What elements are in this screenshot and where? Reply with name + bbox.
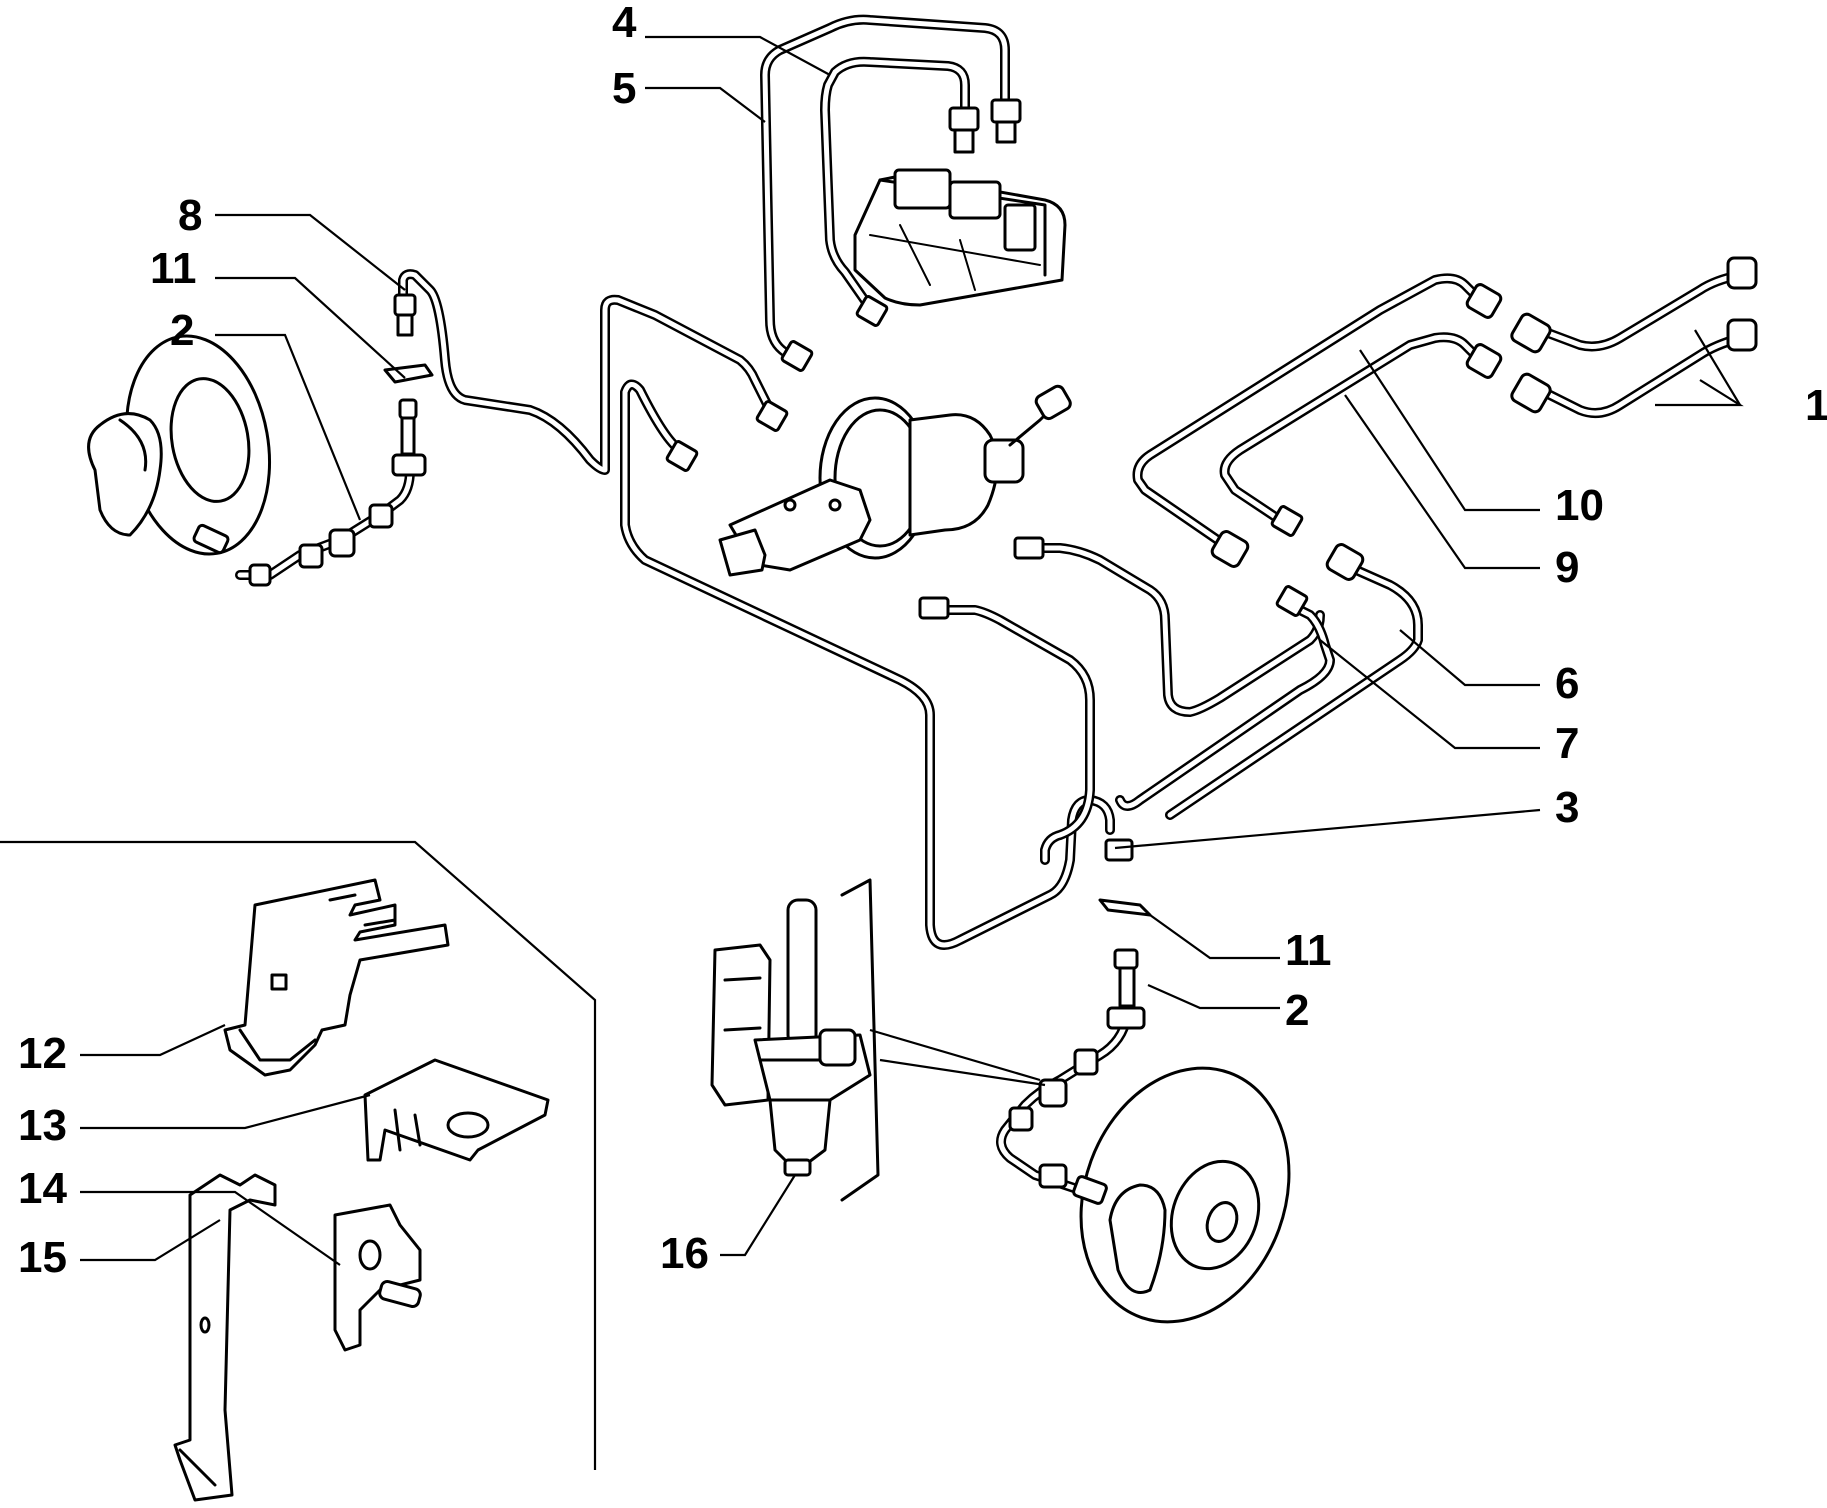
fitting-nut <box>918 596 950 620</box>
callout-9: 9 <box>1555 543 1579 592</box>
fitting-nut <box>1510 312 1552 354</box>
brake-booster <box>818 384 1072 560</box>
callout-12: 12 <box>18 1029 67 1078</box>
fitting-nut <box>948 106 980 132</box>
fitting-thread <box>953 128 975 154</box>
fitting-nut <box>393 293 417 317</box>
callout-5: 5 <box>612 64 636 113</box>
master-cylinder <box>718 478 872 577</box>
fitting-nut <box>780 340 814 372</box>
callout-6: 6 <box>1555 659 1579 708</box>
bracket-13 <box>363 1058 550 1162</box>
brake-pipes <box>235 14 1745 1195</box>
fitting-nut <box>1210 530 1250 568</box>
callout-11-right: 11 <box>1285 926 1332 975</box>
callout-13: 13 <box>18 1101 67 1150</box>
left-hose-fittings <box>192 363 434 587</box>
callout-3: 3 <box>1555 783 1579 832</box>
right-hose-fittings <box>1008 898 1152 1205</box>
callout-16: 16 <box>660 1229 709 1278</box>
callout-11-left: 11 <box>150 244 197 293</box>
fitting-nut <box>1726 256 1758 290</box>
bracket-15 <box>173 1173 277 1502</box>
callout-8: 8 <box>178 191 202 240</box>
fitting-nut <box>1325 543 1365 581</box>
callouts: 4 5 8 11 2 1 10 9 6 7 3 11 2 16 12 13 14… <box>18 0 1827 1282</box>
fitting-nut <box>1465 283 1503 319</box>
callout-1: 1 <box>1805 381 1827 430</box>
callout-10: 10 <box>1555 481 1604 530</box>
callout-2-right: 2 <box>1285 986 1309 1035</box>
inset-bracket-box <box>0 840 597 1502</box>
fitting-nut <box>1013 536 1045 560</box>
fitting-thread <box>396 313 414 337</box>
fitting-nut <box>855 295 889 327</box>
fitting-nut <box>1726 318 1758 352</box>
bracket-12 <box>223 878 450 1077</box>
fitting-nut <box>1465 343 1503 379</box>
fitting-nut <box>665 440 699 472</box>
brake-pressure-regulator <box>710 878 880 1202</box>
callout-14: 14 <box>18 1164 67 1213</box>
fitting-nut <box>1510 372 1552 414</box>
left-brake-disc <box>87 334 272 556</box>
fittings <box>393 98 1758 862</box>
leader-lines <box>80 35 1744 1266</box>
abs-modulator <box>853 168 1067 307</box>
callout-4: 4 <box>612 0 637 47</box>
fitting-nut <box>1270 505 1304 537</box>
callout-7: 7 <box>1555 719 1579 768</box>
bracket-14 <box>333 1203 422 1352</box>
fitting-nut <box>755 400 789 432</box>
fitting-nut <box>1104 838 1134 862</box>
fitting-nut <box>990 98 1022 124</box>
right-brake-disc <box>1079 1066 1291 1324</box>
callout-15: 15 <box>18 1233 67 1282</box>
fitting-nut <box>1275 585 1309 617</box>
fitting-thread <box>995 120 1017 144</box>
callout-2-left: 2 <box>170 306 194 355</box>
